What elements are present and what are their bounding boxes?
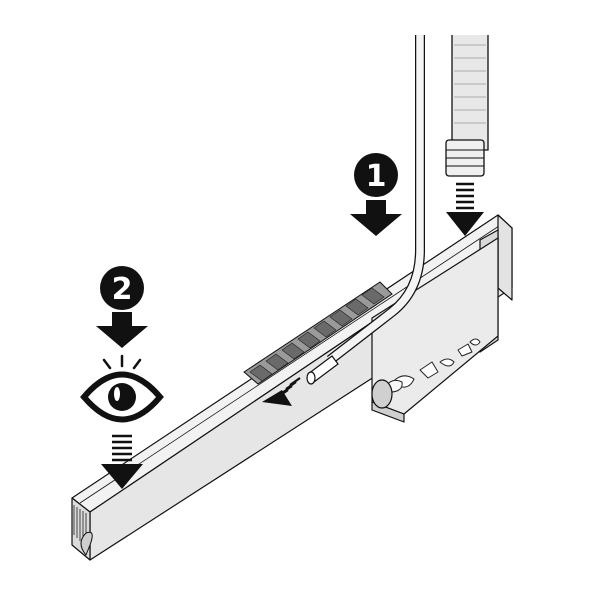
vacuum-hose xyxy=(445,35,489,177)
hose-nozzle xyxy=(306,355,339,385)
step-2: 2 xyxy=(80,266,164,489)
outlet-box-front xyxy=(371,237,499,415)
step-1-badge xyxy=(354,153,398,197)
inspect-arrow-shaft xyxy=(112,434,132,462)
grate-strip xyxy=(243,281,393,385)
step-1: 1 xyxy=(350,153,402,236)
eye-iris xyxy=(108,383,136,411)
flow-arrow xyxy=(262,377,301,406)
step-1-number: 1 xyxy=(366,159,387,194)
step-2-badge xyxy=(100,266,144,310)
channel-inner-edge xyxy=(79,221,506,504)
step-2-down-arrow-icon xyxy=(96,312,148,348)
inspect-down-arrow-icon xyxy=(101,464,143,489)
eye-highlight xyxy=(114,387,120,401)
eye-rays xyxy=(102,354,142,370)
eye-icon xyxy=(80,354,164,423)
outlet-end-wall xyxy=(497,214,513,301)
end-outlet xyxy=(80,531,93,556)
flow-arrow-icon xyxy=(262,390,292,406)
suction-arrow-shaft xyxy=(456,182,474,210)
outlet-pipe-stub xyxy=(371,379,393,409)
grate-slats xyxy=(249,287,385,382)
thin-hose xyxy=(306,35,425,385)
debris xyxy=(381,338,481,393)
step-2-number: 2 xyxy=(112,272,133,307)
outlet-box xyxy=(371,214,513,423)
step-1-down-arrow-icon xyxy=(350,200,402,236)
hose-ribs xyxy=(454,44,486,124)
suction-down-arrow-icon xyxy=(446,212,484,236)
suction-arrow xyxy=(446,182,484,236)
